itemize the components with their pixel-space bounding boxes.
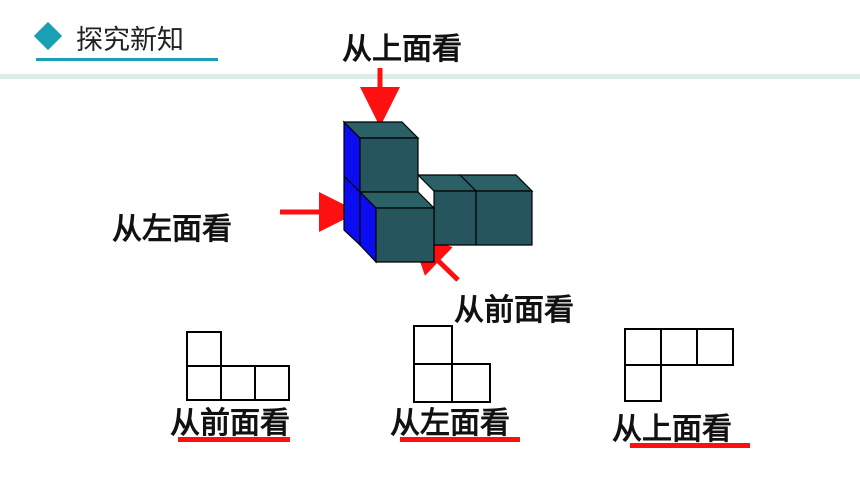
- caption-top-view: 从上面看: [612, 412, 732, 447]
- top-view-grid: [624, 328, 734, 402]
- caption-front-view: 从前面看: [170, 406, 290, 441]
- view-square: [220, 365, 256, 401]
- cube-front-face: [375, 207, 435, 263]
- cube-front-face: [359, 137, 419, 193]
- view-square: [660, 328, 698, 366]
- view-square: [413, 363, 453, 403]
- label-view-front: 从前面看: [454, 293, 574, 328]
- caption-underline-top: [630, 443, 750, 448]
- view-square: [413, 325, 453, 365]
- section-title: 探究新知: [76, 25, 184, 56]
- view-square: [186, 331, 222, 367]
- label-view-left: 从左面看: [112, 212, 232, 247]
- view-square: [254, 365, 290, 401]
- cube-stack: [342, 120, 534, 264]
- view-square: [624, 328, 662, 366]
- view-square: [696, 328, 734, 366]
- cube-front-face: [433, 190, 477, 246]
- caption-underline-front: [178, 437, 290, 442]
- label-view-top: 从上面看: [342, 32, 462, 67]
- title-underline: [36, 58, 218, 61]
- cube-front-face: [475, 190, 533, 246]
- front-view-grid: [186, 331, 290, 401]
- cube-edge: [343, 175, 361, 193]
- caption-left-view: 从左面看: [390, 406, 510, 441]
- header-divider: [0, 74, 860, 79]
- caption-underline-left: [400, 437, 520, 442]
- left-view-grid: [413, 325, 491, 403]
- view-square: [186, 365, 222, 401]
- view-square: [624, 364, 662, 402]
- view-square: [451, 363, 491, 403]
